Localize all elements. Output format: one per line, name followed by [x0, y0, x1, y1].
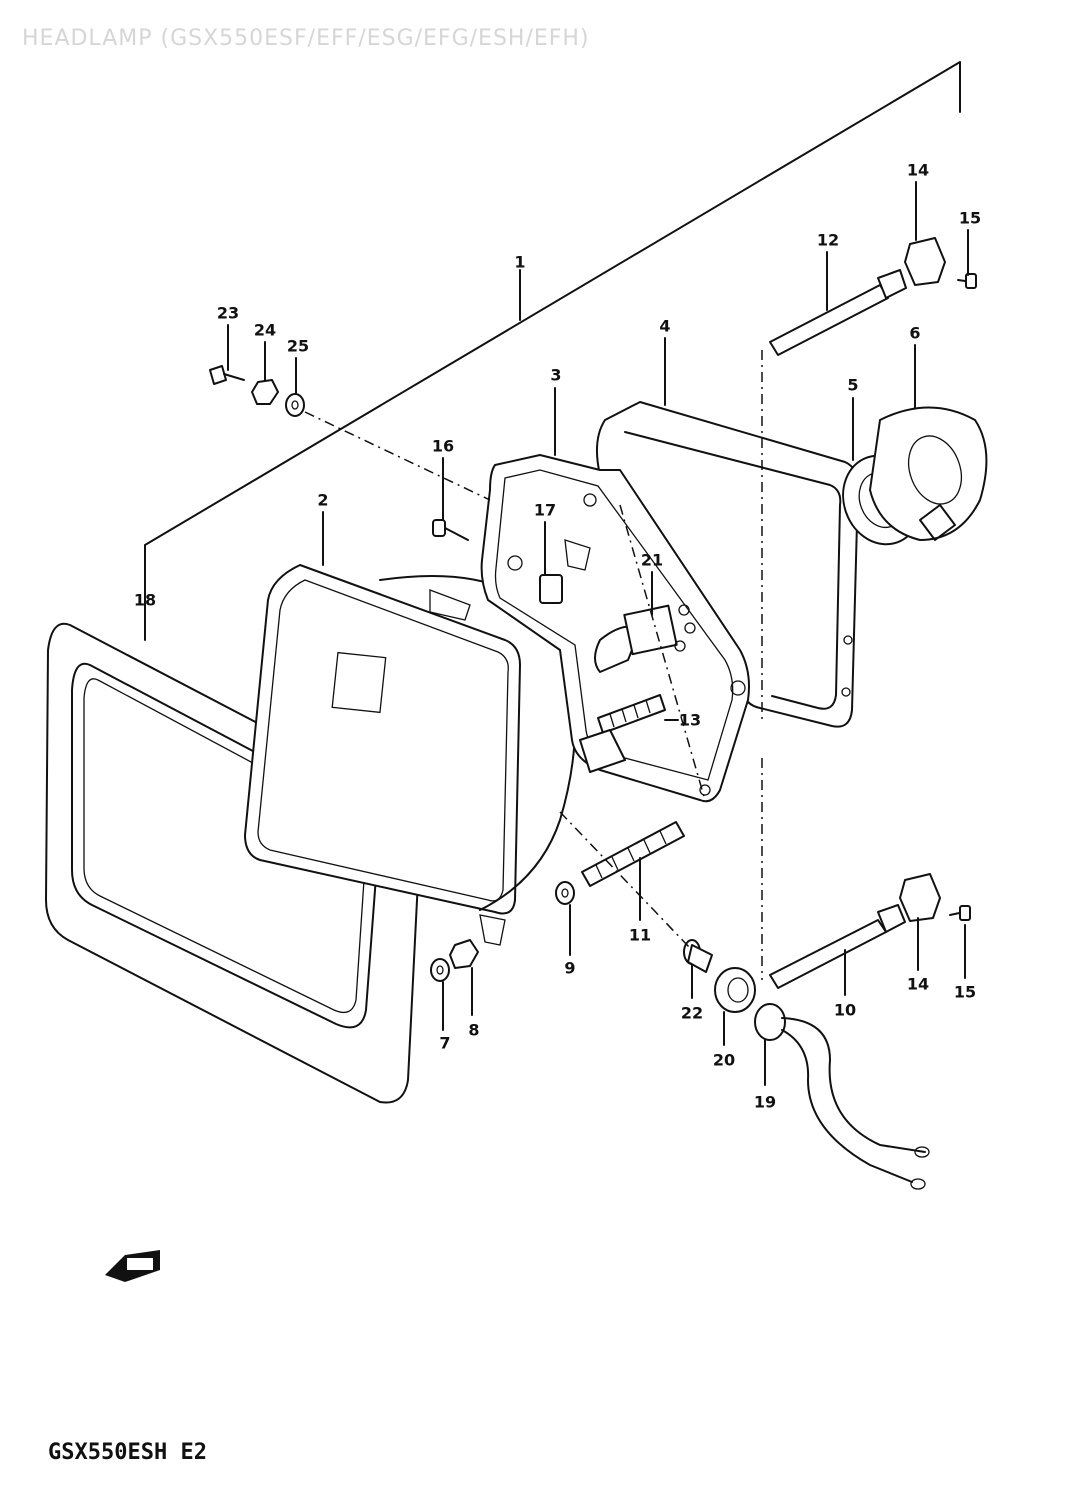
- callout-10: 10: [833, 1000, 857, 1020]
- screw-15-lower: [949, 905, 971, 921]
- socket-clip: [539, 539, 591, 604]
- nut-8: [449, 939, 479, 969]
- callout-3: 3: [550, 365, 562, 385]
- callout-12: 12: [816, 230, 840, 250]
- model-code: GSX550ESH E2: [48, 1440, 207, 1465]
- screw-15-upper: [957, 273, 977, 289]
- callout-9: 9: [564, 958, 576, 978]
- callout-7: 7: [439, 1033, 451, 1053]
- callout-24: 24: [253, 320, 277, 340]
- callout-23: 23: [216, 303, 240, 323]
- guide-lines: [304, 350, 763, 980]
- callout-15-lower: 15: [953, 982, 977, 1002]
- callout-13: 13: [678, 710, 702, 730]
- callout-8: 8: [468, 1020, 480, 1040]
- washer-25: [285, 393, 305, 417]
- headlamp-bulb: [594, 604, 696, 673]
- nut-24: [251, 379, 279, 405]
- grommet: [714, 967, 756, 1013]
- callout-16: 16: [431, 436, 455, 456]
- diagram-title: HEADLAMP (GSX550ESF/EFF/ESG/EFG/ESH/EFH): [22, 26, 590, 51]
- position-bulb: [683, 939, 713, 973]
- assembly-bracket-1: [144, 61, 961, 641]
- headlamp-housing: [595, 401, 859, 728]
- callout-17: 17: [533, 500, 557, 520]
- callout-14-upper: 14: [906, 160, 930, 180]
- stud-bolt: [581, 821, 685, 887]
- bulb-socket: [754, 1003, 930, 1190]
- callout-15-upper: 15: [958, 208, 982, 228]
- callout-6: 6: [909, 323, 921, 343]
- callout-21: 21: [640, 550, 664, 570]
- front-arrow-icon: [105, 1250, 160, 1282]
- callout-11: 11: [628, 925, 652, 945]
- nut-14-lower: [899, 873, 941, 922]
- adjuster-bolt-12: [769, 269, 907, 356]
- callout-4: 4: [659, 316, 671, 336]
- callout-5: 5: [847, 375, 859, 395]
- washer-7: [430, 958, 450, 982]
- nut-14-upper: [904, 237, 946, 286]
- callout-22: 22: [680, 1003, 704, 1023]
- callout-19: 19: [753, 1092, 777, 1112]
- adjuster-bolt-10: [769, 904, 906, 989]
- callout-18: 18: [133, 590, 157, 610]
- screw-23: [209, 365, 245, 385]
- callout-1: 1: [514, 252, 526, 272]
- callout-25: 25: [286, 336, 310, 356]
- screw-16: [432, 519, 469, 541]
- adjuster-screw: [579, 694, 666, 773]
- headlamp-cap: [869, 406, 988, 541]
- callout-2: 2: [317, 490, 329, 510]
- leader-lines: [227, 181, 969, 1086]
- callout-14-lower: 14: [906, 974, 930, 994]
- washer-9: [555, 881, 575, 905]
- callout-20: 20: [712, 1050, 736, 1070]
